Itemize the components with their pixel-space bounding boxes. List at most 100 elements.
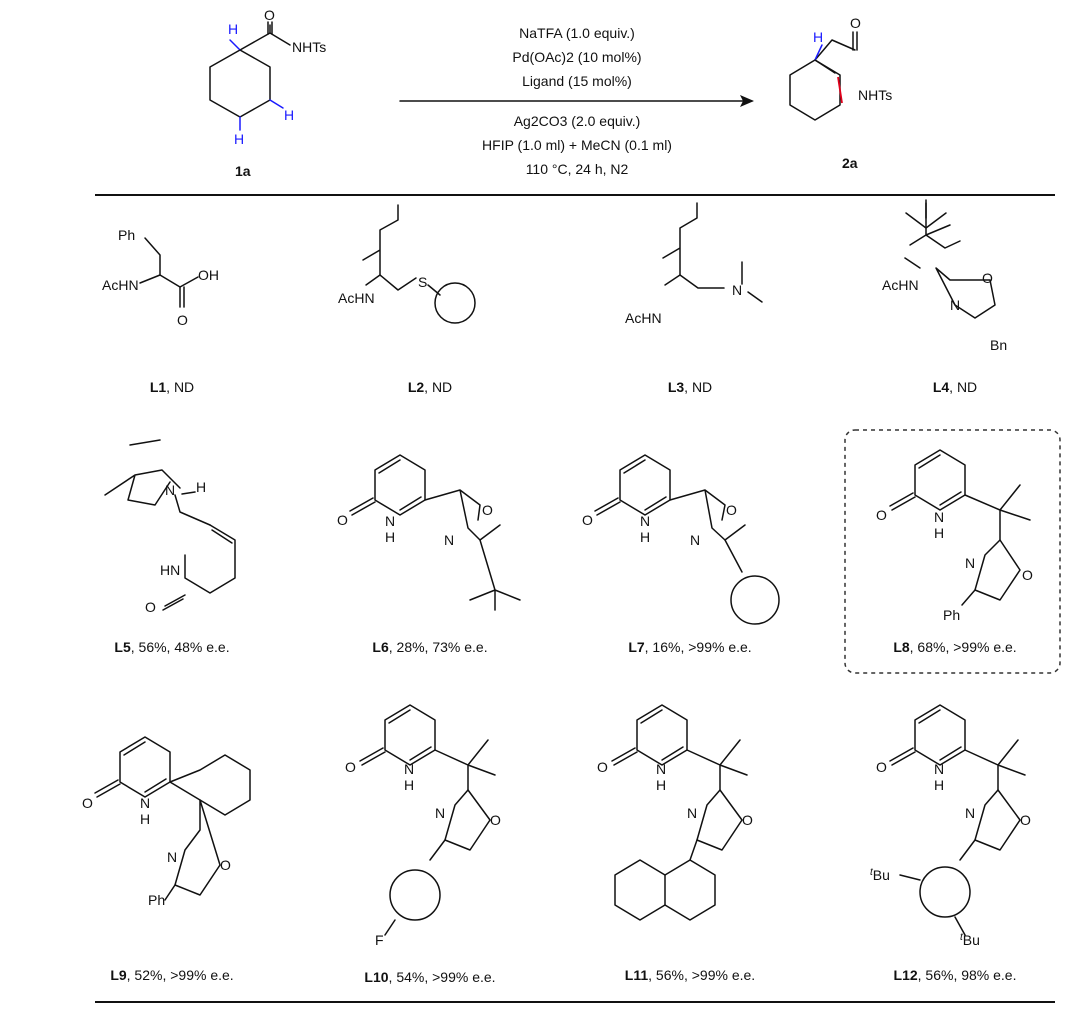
- condition-2: Pd(OAc)2 (10 mol%): [512, 49, 641, 65]
- l6-n2: N: [444, 532, 454, 548]
- l4-o: O: [982, 270, 993, 286]
- l9-oxo: O: [220, 857, 231, 873]
- ligand-l3-caption: L3, ND: [668, 379, 712, 395]
- product-label: 2a: [842, 155, 858, 171]
- l1-achn: AcHN: [102, 277, 139, 293]
- l1-oh: OH: [198, 267, 219, 283]
- l12-tbu-1: tBu: [870, 867, 890, 883]
- ligand-l10-structure: O N H N O F: [345, 704, 501, 948]
- l10-id: L10: [364, 969, 388, 985]
- l7-oxo: O: [726, 502, 737, 518]
- l7-n: N: [640, 513, 650, 529]
- l12-bu-2: Bu: [963, 932, 980, 948]
- l6-o: O: [337, 512, 348, 528]
- substrate-label: 1a: [235, 163, 251, 179]
- l5-n: N: [165, 482, 175, 498]
- l10-h: H: [404, 777, 414, 793]
- product-nhts: NHTs: [858, 87, 892, 103]
- l7-id: L7: [628, 639, 645, 655]
- svg-text:L5, 56%, 48% e.e.: L5, 56%, 48% e.e.: [114, 639, 229, 655]
- l7-o: O: [582, 512, 593, 528]
- svg-text:L3, ND: L3, ND: [668, 379, 712, 395]
- l3-achn: AcHN: [625, 310, 662, 326]
- l7-n2: N: [690, 532, 700, 548]
- ligand-l6-caption: L6, 28%, 73% e.e.: [372, 639, 487, 655]
- l6-n: N: [385, 513, 395, 529]
- l8-id: L8: [893, 639, 910, 655]
- svg-text:L4, ND: L4, ND: [933, 379, 977, 395]
- l1-id: L1: [150, 379, 167, 395]
- ligand-l7-structure: O N H O N: [582, 454, 780, 625]
- l12-n: N: [934, 761, 944, 777]
- l8-o: O: [876, 507, 887, 523]
- l4-n: N: [950, 297, 960, 313]
- l11-n: N: [656, 761, 666, 777]
- l12-n2: N: [965, 805, 975, 821]
- l7-result: , 16%, >99% e.e.: [645, 639, 752, 655]
- l8-n2: N: [965, 555, 975, 571]
- ligand-l4-structure: AcHN O N Bn: [882, 199, 1007, 353]
- ligand-l9-caption: L9, 52%, >99% e.e.: [110, 967, 233, 983]
- ligand-l2-structure: AcHN S: [338, 204, 476, 324]
- condition-6: 110 °C, 24 h, N2: [526, 161, 629, 177]
- ligand-l8-caption: L8, 68%, >99% e.e.: [893, 639, 1016, 655]
- l8-h: H: [934, 525, 944, 541]
- svg-text:L12, 56%, 98% e.e.: L12, 56%, 98% e.e.: [894, 967, 1017, 983]
- svg-text:L10, 54%, >99% e.e.: L10, 54%, >99% e.e.: [364, 969, 495, 985]
- l6-oxo: O: [482, 502, 493, 518]
- l12-bu-1: Bu: [873, 867, 890, 883]
- condition-1: NaTFA (1.0 equiv.): [519, 25, 635, 41]
- ligand-l2-caption: L2, ND: [408, 379, 452, 395]
- l3-n: N: [732, 282, 742, 298]
- l10-f: F: [375, 932, 384, 948]
- product-h: H: [813, 29, 823, 45]
- l6-result: , 28%, 73% e.e.: [389, 639, 488, 655]
- l8-oxo: O: [1022, 567, 1033, 583]
- l1-o: O: [177, 312, 188, 328]
- product-2a: H O NHTs 2a: [789, 15, 892, 171]
- l12-oxo: O: [1020, 812, 1031, 828]
- l10-n2: N: [435, 805, 445, 821]
- l12-h: H: [934, 777, 944, 793]
- l8-ph: Ph: [943, 607, 960, 623]
- l5-id: L5: [114, 639, 131, 655]
- condition-5: HFIP (1.0 ml) + MeCN (0.1 ml): [482, 137, 672, 153]
- l11-id: L11: [625, 967, 649, 983]
- ligand-l1-structure: Ph AcHN OH O: [102, 227, 219, 328]
- l9-n: N: [140, 795, 150, 811]
- ligand-l3-structure: AcHN N: [625, 202, 763, 326]
- svg-text:L8, 68%, >99% e.e.: L8, 68%, >99% e.e.: [893, 639, 1016, 655]
- l8-result: , 68%, >99% e.e.: [910, 639, 1017, 655]
- l5-hn: HN: [160, 562, 180, 578]
- l10-n: N: [404, 761, 414, 777]
- l6-h: H: [385, 529, 395, 545]
- substrate-o: O: [264, 7, 275, 23]
- ligand-l12-caption: L12, 56%, 98% e.e.: [894, 967, 1017, 983]
- l11-n2: N: [687, 805, 697, 821]
- l4-achn: AcHN: [882, 277, 919, 293]
- l3-id: L3: [668, 379, 685, 395]
- l1-ph: Ph: [118, 227, 135, 243]
- l12-result: , 56%, 98% e.e.: [918, 967, 1017, 983]
- ligand-l8-structure: O N H N O Ph: [844, 429, 1061, 674]
- l2-achn: AcHN: [338, 290, 375, 306]
- substrate-1a: H O NHTs H H 1a: [209, 7, 326, 179]
- l12-tbu-2: tBu: [960, 932, 980, 948]
- substrate-h-beta: H: [284, 107, 294, 123]
- condition-3: Ligand (15 mol%): [522, 73, 632, 89]
- l4-result: , ND: [949, 379, 977, 395]
- l2-id: L2: [408, 379, 425, 395]
- l12-t-2: t: [960, 932, 964, 943]
- l11-h: H: [656, 777, 666, 793]
- l5-h: H: [196, 479, 206, 495]
- l4-id: L4: [933, 379, 950, 395]
- l2-result: , ND: [424, 379, 452, 395]
- ligand-l5-structure: N H HN O: [104, 439, 236, 615]
- ligand-l10-caption: L10, 54%, >99% e.e.: [364, 969, 495, 985]
- substrate-h-gamma: H: [234, 131, 244, 147]
- l11-oxo: O: [742, 812, 753, 828]
- l5-result: , 56%, 48% e.e.: [131, 639, 230, 655]
- svg-text:L6, 28%, 73% e.e.: L6, 28%, 73% e.e.: [372, 639, 487, 655]
- l7-h: H: [640, 529, 650, 545]
